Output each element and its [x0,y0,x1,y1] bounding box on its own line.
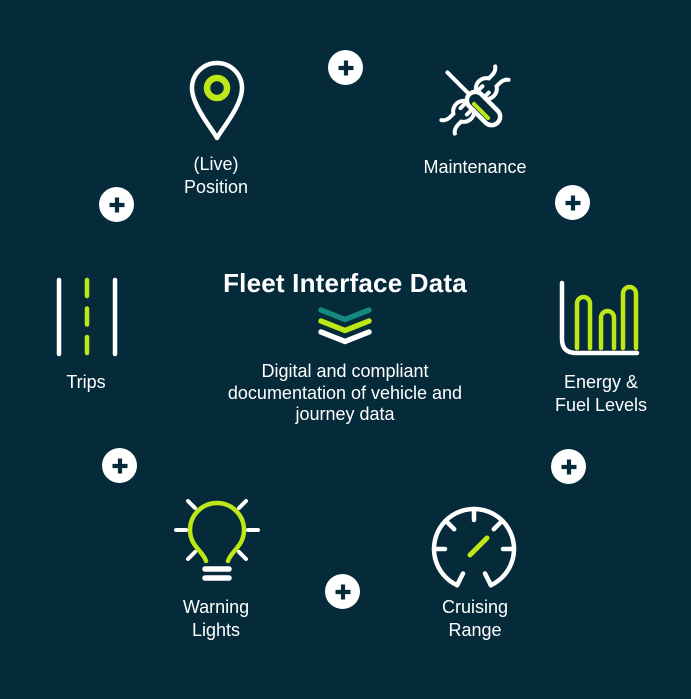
plus-button-lower-right[interactable] [551,449,586,484]
node-label-warning: Warning Lights [182,597,250,640]
plus-icon [112,458,127,473]
location-pin-icon [187,60,247,142]
plus-icon [565,195,580,210]
bar-chart-icon [557,279,641,363]
plus-icon [109,197,124,212]
speedometer-icon [424,501,524,593]
plus-button-bottom[interactable] [325,574,360,609]
diagram-description: Digital and compliant documentation of v… [227,361,463,424]
node-label-position: (Live) Position [183,154,249,197]
node-label-maintenance: Maintenance [423,157,527,177]
node-label-cruising: Cruising Range [441,597,509,640]
lightbulb-icon [169,499,265,589]
plus-button-top[interactable] [328,50,363,85]
plus-button-upper-right[interactable] [555,185,590,220]
chevron-down-triple-icon [316,306,374,346]
road-icon [56,277,118,357]
node-label-trips: Trips [66,372,106,392]
plus-button-lower-left[interactable] [102,448,137,483]
plus-button-upper-left[interactable] [99,187,134,222]
page-title: Fleet Interface Data [223,268,467,298]
plus-icon [335,584,350,599]
plus-icon [338,60,353,75]
tools-icon [435,58,515,142]
node-label-energy: Energy & Fuel Levels [554,372,648,415]
plus-icon [561,459,576,474]
